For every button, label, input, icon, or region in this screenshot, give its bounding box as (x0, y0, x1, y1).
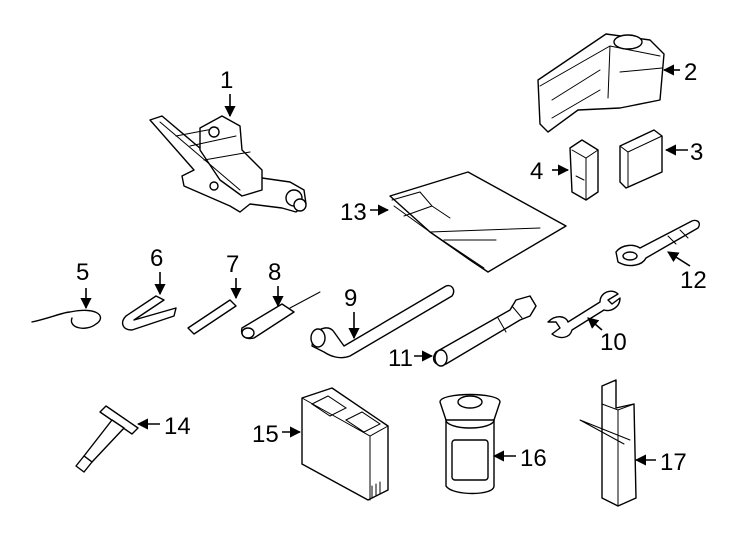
part-12-tow-eye (615, 219, 700, 267)
callout-15: 15 (252, 421, 279, 448)
part-2-foam-tray (537, 33, 665, 133)
part-11-extension (432, 295, 537, 367)
part-5-spring-clip (31, 309, 102, 329)
callout-10: 10 (600, 329, 627, 356)
part-8-screwdriver (240, 291, 321, 340)
callout-1: 1 (220, 67, 233, 94)
callout-6: 6 (150, 245, 163, 272)
part-4-bracket (569, 139, 599, 201)
callout-13: 13 (340, 199, 367, 226)
leader-12 (667, 251, 691, 267)
part-9-lug-wrench (310, 284, 455, 359)
callout-17: 17 (660, 449, 687, 476)
callout-9: 9 (344, 285, 357, 312)
callout-8: 8 (268, 259, 281, 286)
part-13-cover (389, 171, 567, 273)
callout-14: 14 (164, 413, 191, 440)
part-6-u-clip (121, 295, 177, 331)
part-1-scissor-jack (149, 115, 307, 213)
part-17-holder (579, 379, 637, 507)
part-14-t-handle (75, 405, 139, 473)
part-3-insert (619, 129, 663, 189)
part-7-rod (187, 299, 237, 335)
part-15-box (301, 387, 389, 501)
callout-7: 7 (226, 251, 239, 278)
leader-10 (587, 317, 603, 331)
callout-3: 3 (690, 139, 703, 166)
callout-11: 11 (388, 345, 413, 372)
part-10-wrench (547, 290, 621, 339)
part-16-sealant-bottle (439, 393, 501, 495)
callout-16: 16 (520, 445, 547, 472)
callout-5: 5 (76, 259, 89, 286)
callout-2: 2 (684, 59, 697, 86)
callout-12: 12 (680, 267, 707, 294)
callout-4: 4 (530, 158, 543, 185)
